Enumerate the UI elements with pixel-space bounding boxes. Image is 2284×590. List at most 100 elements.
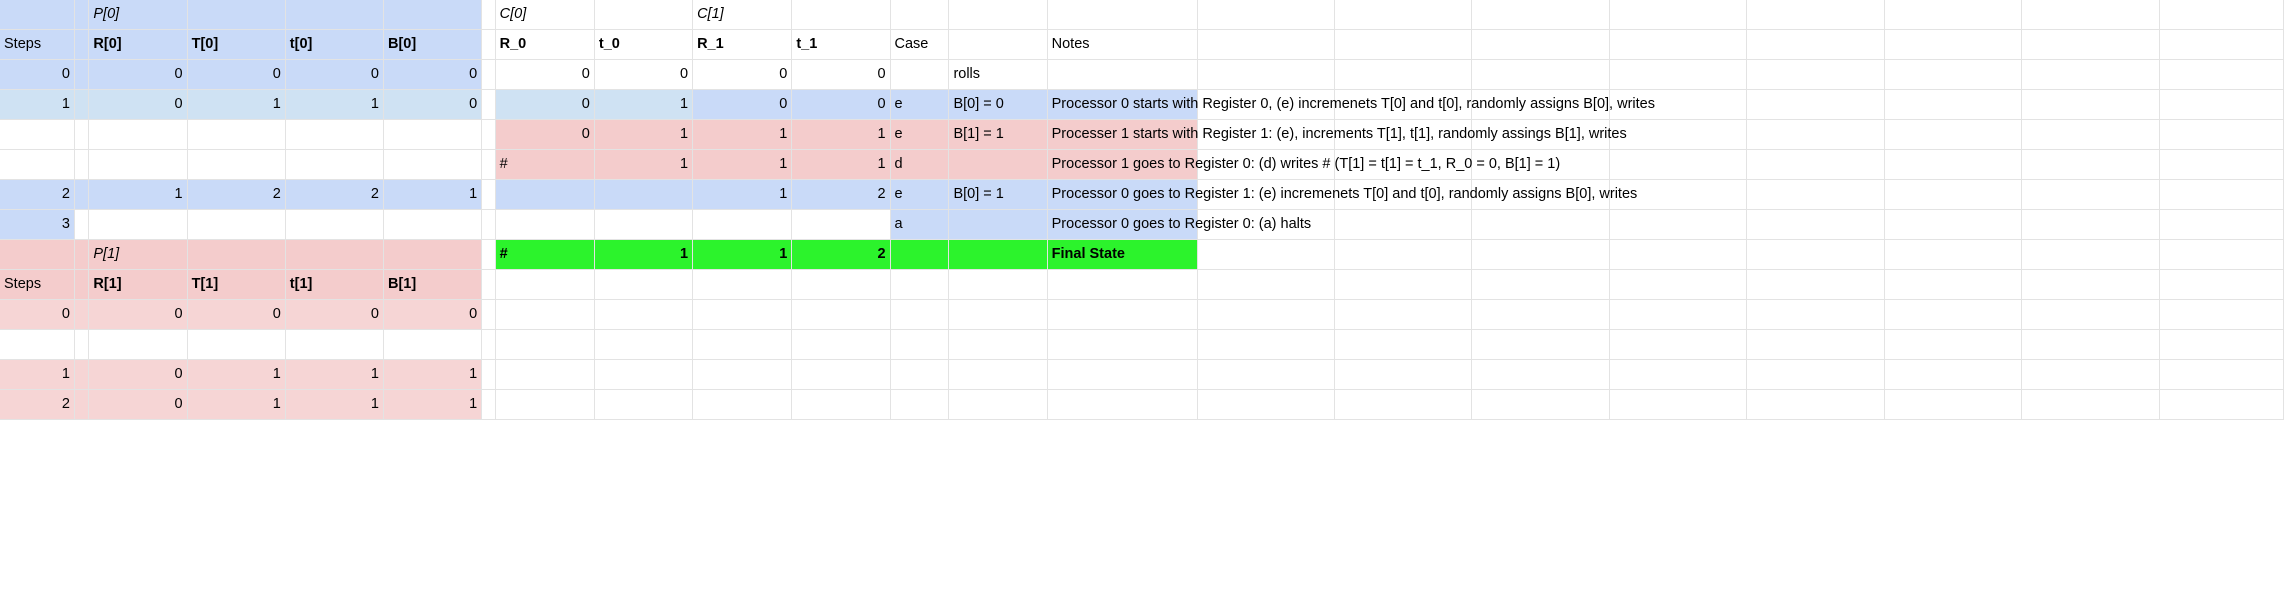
cell-t_0[interactable]: 1 bbox=[594, 89, 694, 120]
cell-blank[interactable] bbox=[1884, 59, 2023, 90]
cell-R_0[interactable]: 0 bbox=[495, 119, 595, 150]
cell-gap[interactable] bbox=[481, 59, 496, 90]
cell-B1[interactable]: 1 bbox=[383, 389, 483, 420]
cell-R_1[interactable]: 1 bbox=[692, 149, 793, 180]
cell-blank[interactable] bbox=[1197, 179, 1336, 210]
cell-blank[interactable] bbox=[2159, 329, 2284, 360]
cell-steps[interactable]: 0 bbox=[0, 59, 75, 90]
cell-steps-blank[interactable] bbox=[0, 0, 75, 30]
cell-r0[interactable] bbox=[88, 149, 188, 180]
cell-blank[interactable] bbox=[2159, 149, 2284, 180]
cell-blank[interactable] bbox=[1197, 0, 1336, 30]
cell-B1[interactable] bbox=[383, 329, 483, 360]
cell-t_0[interactable] bbox=[594, 179, 694, 210]
header-T1[interactable]: T[1] bbox=[187, 269, 286, 300]
cell-B0[interactable] bbox=[383, 119, 483, 150]
cell-blank[interactable] bbox=[1884, 209, 2023, 240]
group-label-c1[interactable]: C[1] bbox=[692, 0, 793, 30]
cell-blank[interactable] bbox=[1471, 119, 1610, 150]
cell-blank[interactable] bbox=[1746, 149, 1885, 180]
cell-t1[interactable]: 0 bbox=[285, 299, 385, 330]
cell-r1[interactable]: 0 bbox=[88, 389, 188, 420]
cell-blank[interactable] bbox=[1471, 389, 1610, 420]
cell-R_0[interactable] bbox=[495, 209, 595, 240]
cell-blank[interactable] bbox=[1334, 149, 1473, 180]
cell-gap[interactable] bbox=[481, 29, 496, 60]
cell-spacer[interactable] bbox=[74, 389, 90, 420]
cell-blank[interactable] bbox=[1197, 329, 1336, 360]
header-assign[interactable] bbox=[948, 29, 1048, 60]
cell-blank[interactable] bbox=[2159, 29, 2284, 60]
cell-T1[interactable] bbox=[187, 329, 286, 360]
cell-blank[interactable] bbox=[1746, 0, 1885, 30]
cell-blank[interactable] bbox=[594, 329, 694, 360]
cell-note[interactable]: Processor 0 goes to Register 1: (e) incr… bbox=[1047, 179, 1637, 210]
cell-assign[interactable]: B[0] = 1 bbox=[948, 179, 1048, 210]
cell-t_1[interactable]: 1 bbox=[791, 149, 891, 180]
cell-case[interactable]: e bbox=[890, 89, 950, 120]
cell-t_0[interactable]: 0 bbox=[594, 59, 694, 90]
cell-blank[interactable] bbox=[1609, 299, 1748, 330]
header-t0[interactable]: t[0] bbox=[285, 29, 385, 60]
cell-note[interactable]: Processor 1 goes to Register 0: (d) writ… bbox=[1047, 149, 1560, 180]
cell-note[interactable]: Processer 1 starts with Register 1: (e),… bbox=[1047, 119, 1627, 150]
cell-blank[interactable] bbox=[2021, 389, 2160, 420]
cell-blank[interactable] bbox=[1746, 89, 1885, 120]
cell-blank[interactable] bbox=[1197, 239, 1336, 270]
cell-blank[interactable] bbox=[1334, 29, 1473, 60]
cell-steps[interactable]: 3 bbox=[0, 209, 75, 240]
cell-blank[interactable] bbox=[890, 299, 950, 330]
cell-note[interactable]: Processor 0 starts with Register 0, (e) … bbox=[1047, 89, 1655, 120]
group-label-p0[interactable]: P[0] bbox=[88, 0, 188, 30]
header-t1[interactable]: t[1] bbox=[285, 269, 385, 300]
cell-R_0[interactable] bbox=[495, 179, 595, 210]
cell-blank[interactable] bbox=[1884, 0, 2023, 30]
final-t_1[interactable]: 2 bbox=[791, 239, 891, 270]
cell-blank[interactable] bbox=[1884, 89, 2023, 120]
cell-r0[interactable] bbox=[88, 209, 188, 240]
cell-blank[interactable] bbox=[1197, 359, 1336, 390]
final-t_0[interactable]: 1 bbox=[594, 239, 694, 270]
cell-blank[interactable] bbox=[791, 0, 891, 30]
cell-blank[interactable] bbox=[2021, 119, 2160, 150]
cell-R_0[interactable]: 0 bbox=[495, 89, 595, 120]
cell-blank[interactable] bbox=[383, 0, 483, 30]
header-notes[interactable]: Notes bbox=[1047, 29, 1198, 60]
cell-spacer[interactable] bbox=[74, 149, 90, 180]
cell-blank[interactable] bbox=[1884, 179, 2023, 210]
cell-blank[interactable] bbox=[1471, 149, 1610, 180]
cell-gap[interactable] bbox=[481, 239, 496, 270]
cell-blank[interactable] bbox=[1334, 209, 1473, 240]
cell-r0[interactable]: 1 bbox=[88, 179, 188, 210]
cell-t_0[interactable] bbox=[594, 209, 694, 240]
cell-t0[interactable] bbox=[285, 149, 385, 180]
cell-steps[interactable] bbox=[0, 149, 75, 180]
cell-blank[interactable] bbox=[2159, 0, 2284, 30]
cell-r0[interactable]: 0 bbox=[88, 59, 188, 90]
cell-spacer[interactable] bbox=[74, 59, 90, 90]
cell-t1[interactable]: 1 bbox=[285, 359, 385, 390]
cell-blank[interactable] bbox=[2159, 89, 2284, 120]
cell-blank[interactable] bbox=[1197, 389, 1336, 420]
cell-blank[interactable] bbox=[1746, 179, 1885, 210]
cell-assign[interactable] bbox=[948, 209, 1048, 240]
cell-B0[interactable]: 0 bbox=[383, 89, 483, 120]
cell-blank[interactable] bbox=[2021, 239, 2160, 270]
final-R_0[interactable]: # bbox=[495, 239, 595, 270]
cell-B1[interactable]: 1 bbox=[383, 359, 483, 390]
cell-blank[interactable] bbox=[1609, 89, 1748, 120]
cell-steps-blank[interactable] bbox=[0, 239, 75, 270]
cell-blank[interactable] bbox=[2159, 389, 2284, 420]
cell-spacer[interactable] bbox=[74, 0, 90, 30]
cell-case[interactable]: e bbox=[890, 119, 950, 150]
cell-blank[interactable] bbox=[1197, 209, 1336, 240]
cell-blank[interactable] bbox=[285, 0, 385, 30]
cell-blank[interactable] bbox=[890, 389, 950, 420]
cell-blank[interactable] bbox=[2021, 179, 2160, 210]
header-T0[interactable]: T[0] bbox=[187, 29, 286, 60]
cell-gap[interactable] bbox=[481, 0, 496, 30]
cell-B0[interactable] bbox=[383, 149, 483, 180]
cell-B1[interactable]: 0 bbox=[383, 299, 483, 330]
cell-t_1[interactable]: 2 bbox=[791, 179, 891, 210]
cell-blank[interactable] bbox=[495, 389, 595, 420]
